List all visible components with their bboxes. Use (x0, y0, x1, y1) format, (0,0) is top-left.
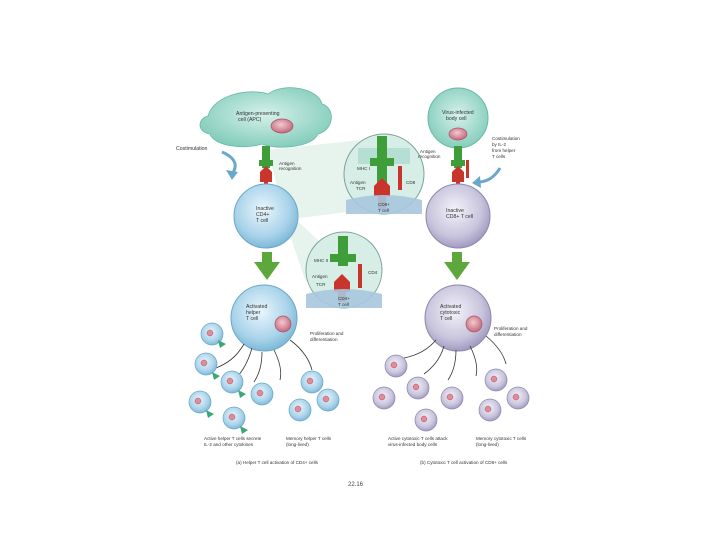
zoom-cd8: MHC I Antigen TCR CD8 CD8+T cell (343, 133, 425, 215)
memory-cytotoxic-caption: Memory cytotoxic T cells(long-lived) (476, 436, 527, 447)
svg-text:CD8: CD8 (406, 180, 416, 185)
figure-number: 22.16 (348, 482, 364, 488)
svg-text:CD4+T cell: CD4+T cell (338, 296, 350, 307)
infected-nucleus (448, 127, 468, 141)
helper-daughter-cell (222, 406, 246, 430)
svg-text:CD4: CD4 (368, 270, 378, 275)
helper-daughter-cell (220, 370, 244, 394)
svg-text:MHC I: MHC I (357, 166, 370, 171)
apc-nucleus (270, 118, 294, 134)
helper-nucleus (274, 315, 292, 333)
cytotoxic-daughter-cell (414, 408, 438, 432)
zoom-cd4: MHC II Antigen TCR CD4 CD4+T cell (305, 231, 383, 309)
memory-cytotoxic-cell (506, 386, 530, 410)
memory-cytotoxic-cell (478, 398, 502, 422)
activation-arrow-left (254, 252, 280, 280)
activation-arrow-right (444, 252, 470, 280)
svg-text:CD8+T cell: CD8+T cell (378, 202, 390, 213)
active-cytotoxic-cells (372, 354, 464, 432)
proliferation-arrows-right (403, 335, 507, 381)
panel-b-caption: (b) Cytotoxic T cell activation of CD8+ … (420, 460, 508, 465)
memory-helper-cells (288, 370, 340, 422)
helper-daughter-cell (188, 390, 212, 414)
svg-text:MHC II: MHC II (314, 258, 328, 263)
memory-cytotoxic-cell (484, 368, 508, 392)
cytotoxic-daughter-cell (440, 386, 464, 410)
helper-daughter-cell (200, 322, 224, 346)
svg-text:Antigen: Antigen (350, 180, 366, 185)
memory-cytotoxic-cells (478, 368, 530, 422)
memory-helper-cell (316, 388, 340, 412)
costimulation-right-arrow (477, 167, 502, 184)
helper-daughter-cell (250, 382, 274, 406)
cytotoxic-daughter-cell (372, 386, 396, 410)
svg-text:TCR: TCR (356, 186, 366, 191)
panel-a-caption: (a) Helper T cell activation of CD4+ cel… (236, 460, 319, 465)
receptor-right (451, 146, 469, 190)
cytokine-marks (206, 340, 248, 434)
costimulation-label: Costimulation (176, 146, 208, 152)
svg-text:TCR: TCR (316, 282, 326, 287)
memory-helper-cell (300, 370, 324, 394)
cytotoxic-daughter-cell (384, 354, 408, 378)
svg-text:Antigen: Antigen (312, 274, 328, 279)
cytotoxic-daughter-cell (406, 376, 430, 400)
memory-helper-cell (288, 398, 312, 422)
helper-daughter-cell (194, 352, 218, 376)
memory-helper-caption: Memory helper T cells(long-lived) (286, 436, 332, 447)
active-helper-cells (188, 322, 274, 434)
